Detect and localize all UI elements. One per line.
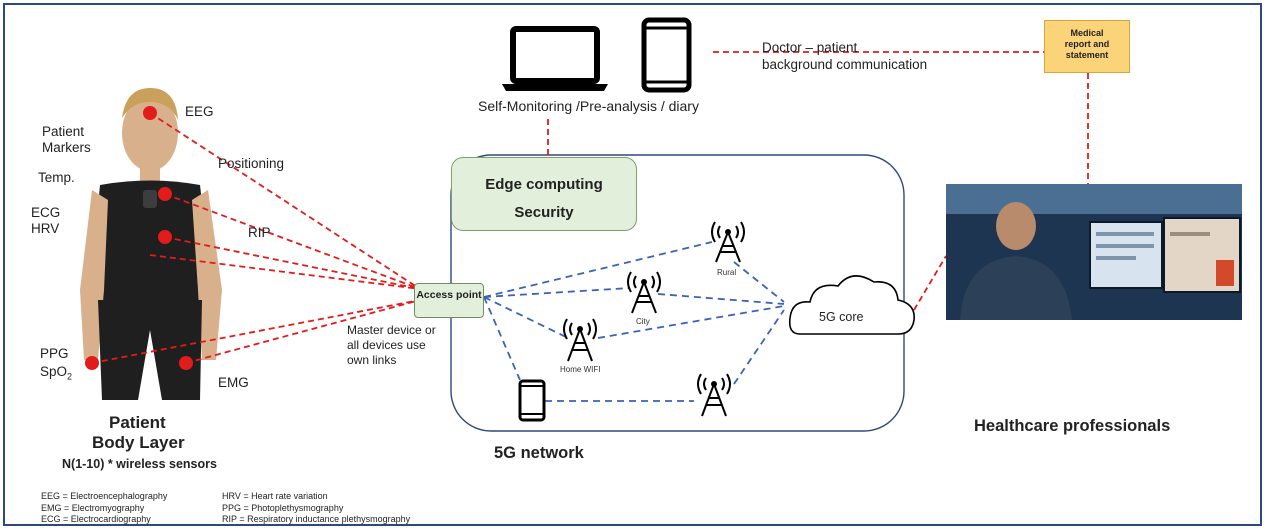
5g-network-title: 5G network xyxy=(494,444,584,462)
patient-sensors-note: N(1-10) * wireless sensors xyxy=(62,457,217,471)
doctor-communication-label: Doctor – patient background communicatio… xyxy=(762,40,928,72)
phone-icon-top xyxy=(641,17,692,93)
antenna-icon-rural xyxy=(711,221,745,263)
label-patient-markers: Patient Markers xyxy=(42,124,91,155)
antenna-icon-bottom xyxy=(697,373,731,417)
edge-computing-label: Edge computing xyxy=(485,176,603,193)
home-wifi-label: Home WIFI xyxy=(560,365,601,374)
label-positioning: Positioning xyxy=(218,156,285,171)
healthcare-professionals-title: Healthcare professionals xyxy=(974,417,1171,435)
label-rip: RIP xyxy=(248,225,271,240)
label-spo2: SpO2 xyxy=(40,364,73,382)
patient-title-2: Body Layer xyxy=(92,433,185,452)
sensor-links xyxy=(91,51,1089,364)
access-point-note: Master device or all devices use own lin… xyxy=(347,323,436,367)
medical-report-box: Medical report and statement xyxy=(1044,20,1130,73)
patient-figure xyxy=(80,88,222,400)
label-emg: EMG xyxy=(218,375,249,390)
healthcare-image xyxy=(946,184,1242,320)
rural-label: Rural xyxy=(717,268,737,277)
antenna-icon-home-wifi xyxy=(563,318,597,362)
self-monitoring-label: Self-Monitoring /Pre-analysis / diary xyxy=(478,98,699,114)
5g-core-cloud xyxy=(788,275,915,335)
city-label: City xyxy=(636,317,650,326)
phone-icon-network xyxy=(518,379,546,422)
label-ecg-hrv: ECG HRV xyxy=(31,205,61,236)
security-label: Security xyxy=(514,204,574,221)
laptop-icon xyxy=(502,26,608,91)
legend-abbreviations-2: HRV = Heart rate variation PPG = Photopl… xyxy=(222,491,411,524)
access-point-box: Access point xyxy=(414,283,484,318)
diagram-frame xyxy=(3,3,1262,526)
label-temp: Temp. xyxy=(38,170,75,185)
patient-title-1: Patient xyxy=(109,413,166,432)
legend-abbreviations-1: EEG = Electroencephalography EMG = Elect… xyxy=(41,491,168,524)
label-ppg: PPG xyxy=(40,346,69,361)
network-links xyxy=(483,241,785,402)
edge-computing-box: Edge computing Security xyxy=(451,157,637,231)
antenna-icon-city xyxy=(627,271,661,314)
5g-core-label: 5G core xyxy=(819,310,864,324)
label-eeg: EEG xyxy=(185,104,214,119)
